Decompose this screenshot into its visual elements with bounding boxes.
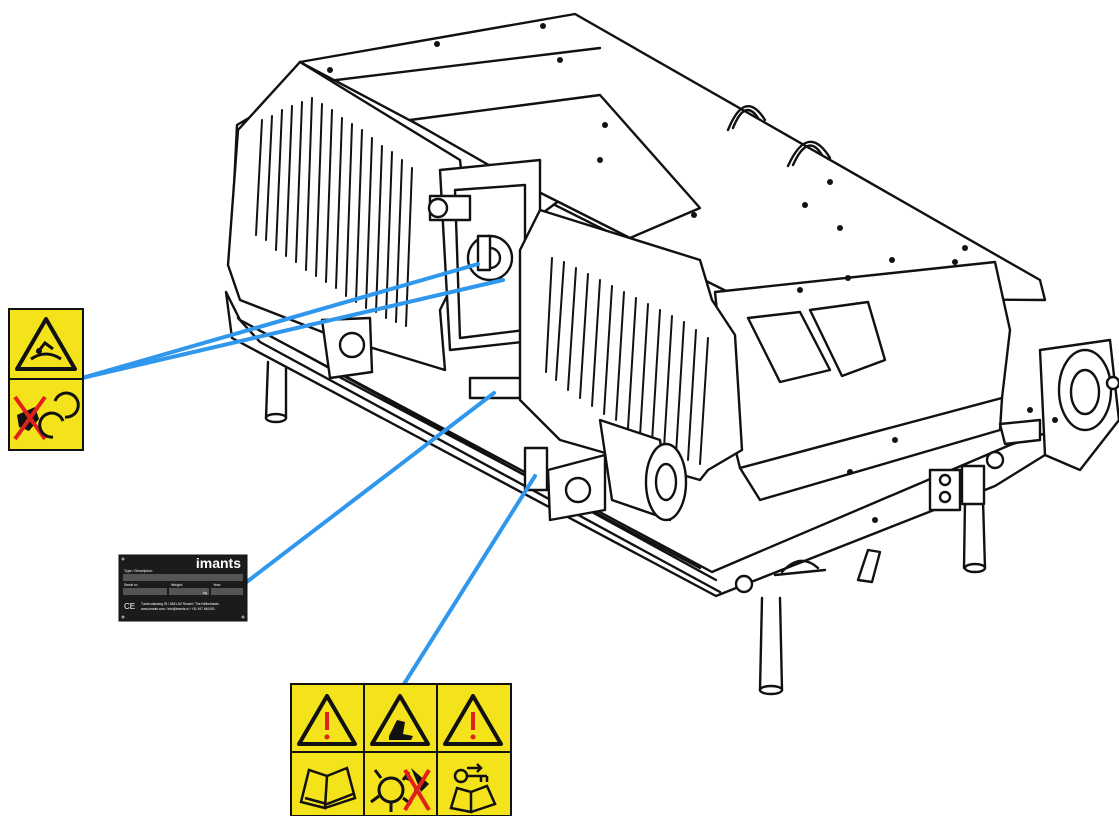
foot-injury-warning-icon <box>370 694 430 746</box>
type-plate-contact: www.imants.com / info@imants.nl / +31 49… <box>141 607 215 611</box>
type-plate: imants Type / Description: Serial nr.: W… <box>118 554 248 622</box>
machine-legs <box>264 360 987 696</box>
end-panel-connectors <box>734 418 1042 594</box>
callout-line-left-sticker-lower <box>80 278 505 380</box>
callout-line-bottom-sticker <box>402 474 537 686</box>
rotor-hazard-icon <box>370 768 431 812</box>
left-grille-panel <box>226 60 472 372</box>
bottom-safety-sticker <box>290 683 512 816</box>
type-plate-year-label: Year: <box>213 583 221 587</box>
machine-end-cover <box>713 260 1012 502</box>
entanglement-warning-icon <box>15 317 77 371</box>
type-plate-weight-label: Weight: <box>171 583 183 587</box>
type-plate-serial-label: Serial nr.: <box>124 583 139 587</box>
warning-triangle-icon <box>443 694 503 746</box>
warning-triangle-icon <box>297 694 357 746</box>
left-safety-sticker <box>8 308 84 451</box>
type-plate-ce-mark: CE <box>124 602 135 611</box>
type-plate-type-label: Type / Description: <box>124 569 153 573</box>
type-plate-address: Turnhoutseweg 29 / 5541 AV Reusel / The … <box>141 602 219 606</box>
right-grille-panel <box>518 208 744 482</box>
callout-line-left-sticker-upper <box>80 262 480 380</box>
remove-key-manual-icon <box>449 763 497 814</box>
center-mechanism <box>320 158 542 400</box>
callout-lines <box>80 262 537 686</box>
type-plate-kg-unit: kg <box>203 591 207 595</box>
no-hands-rotating-parts-icon <box>13 391 80 441</box>
read-manual-icon <box>299 766 357 810</box>
machine-base-frame <box>224 290 1119 598</box>
callout-line-type-plate <box>242 391 496 586</box>
bolt-dots <box>327 23 1058 523</box>
machine-line-drawing <box>224 12 1119 696</box>
drive-motor <box>523 418 688 522</box>
type-plate-brand: imants <box>196 555 241 571</box>
